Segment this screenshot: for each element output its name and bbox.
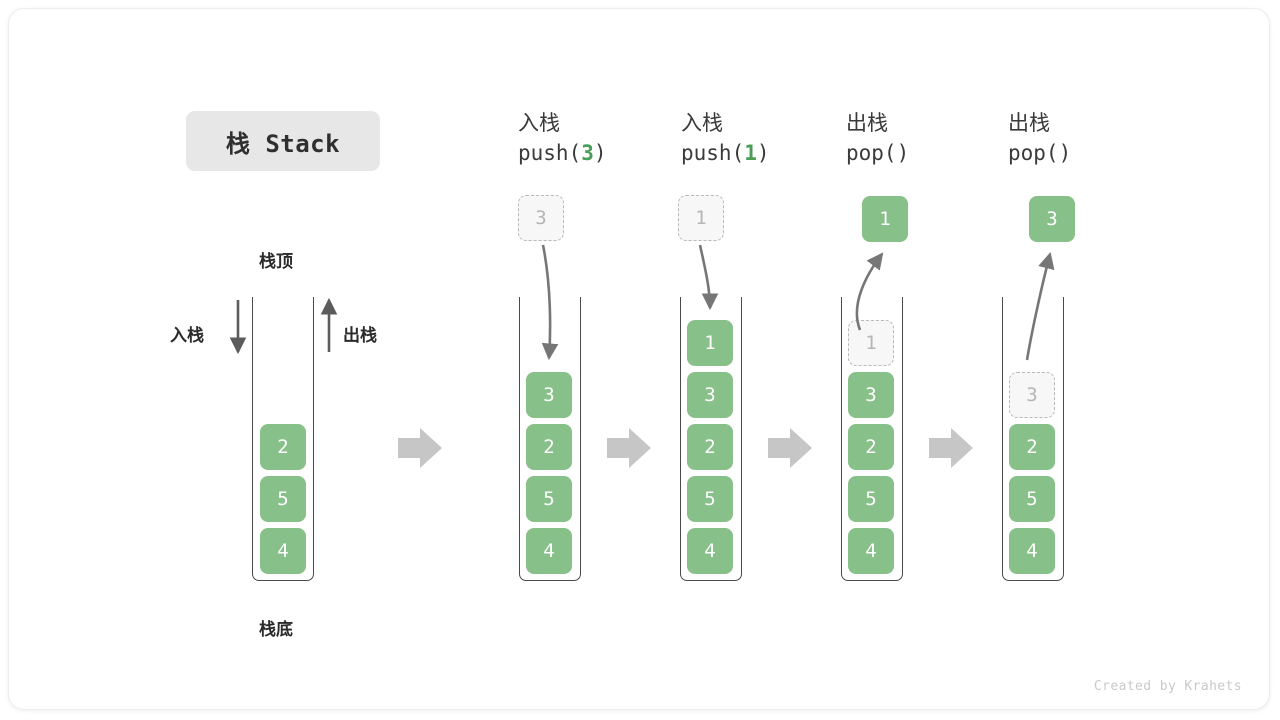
stack-cell: 2 <box>848 424 894 470</box>
stack-cell-ghost: 1 <box>848 320 894 366</box>
stack-top-label: 栈顶 <box>259 252 293 272</box>
stack-cell: 3 <box>526 372 572 418</box>
stack-cell: 4 <box>260 528 306 574</box>
step-header-pop-1: 出栈 pop() <box>846 108 909 169</box>
credit-text: Created by Krahets <box>1093 679 1242 694</box>
stack-cell: 3 <box>848 372 894 418</box>
step-header-push-3: 入栈 push(3) <box>518 108 607 169</box>
code-suffix: ) <box>756 141 770 166</box>
step-header-code: pop() <box>846 138 909 168</box>
code-prefix: pop( <box>846 141 897 166</box>
stack-cell: 4 <box>848 528 894 574</box>
floating-cell-ghost: 1 <box>678 195 724 241</box>
code-arg: 1 <box>744 141 757 166</box>
stack-cell: 2 <box>260 424 306 470</box>
stack-cell: 5 <box>526 476 572 522</box>
step-header-code: push(1) <box>681 138 770 168</box>
stack-cell: 2 <box>526 424 572 470</box>
code-suffix: ) <box>1058 141 1072 166</box>
stack-cell-ghost: 3 <box>1009 372 1055 418</box>
stack-bottom-label: 栈底 <box>259 620 293 640</box>
step-header-cn: 入栈 <box>518 111 560 135</box>
code-suffix: ) <box>896 141 910 166</box>
stack-cell: 4 <box>1009 528 1055 574</box>
stack-cell: 3 <box>687 372 733 418</box>
popped-cell: 1 <box>862 196 908 242</box>
stack-cell: 4 <box>687 528 733 574</box>
step-header-cn: 出栈 <box>1008 111 1050 135</box>
code-arg: 3 <box>581 141 594 166</box>
code-prefix: push( <box>518 141 582 166</box>
stack-cell: 5 <box>848 476 894 522</box>
code-suffix: ) <box>593 141 607 166</box>
stack-cell: 2 <box>687 424 733 470</box>
floating-cell-ghost: 3 <box>518 195 564 241</box>
popped-cell: 3 <box>1029 196 1075 242</box>
stack-cell: 4 <box>526 528 572 574</box>
step-header-push-1: 入栈 push(1) <box>681 108 770 169</box>
stack-cell: 5 <box>1009 476 1055 522</box>
push-direction-label: 入栈 <box>170 326 204 346</box>
step-header-cn: 入栈 <box>681 111 723 135</box>
code-prefix: push( <box>681 141 745 166</box>
step-header-code: pop() <box>1008 138 1071 168</box>
diagram-title: 栈 Stack <box>186 111 380 171</box>
step-header-cn: 出栈 <box>846 111 888 135</box>
stack-cell: 2 <box>1009 424 1055 470</box>
stack-cell: 1 <box>687 320 733 366</box>
stack-cell: 5 <box>260 476 306 522</box>
step-header-pop-3: 出栈 pop() <box>1008 108 1071 169</box>
step-header-code: push(3) <box>518 138 607 168</box>
stack-cell: 5 <box>687 476 733 522</box>
code-prefix: pop( <box>1008 141 1059 166</box>
pop-direction-label: 出栈 <box>343 326 377 346</box>
